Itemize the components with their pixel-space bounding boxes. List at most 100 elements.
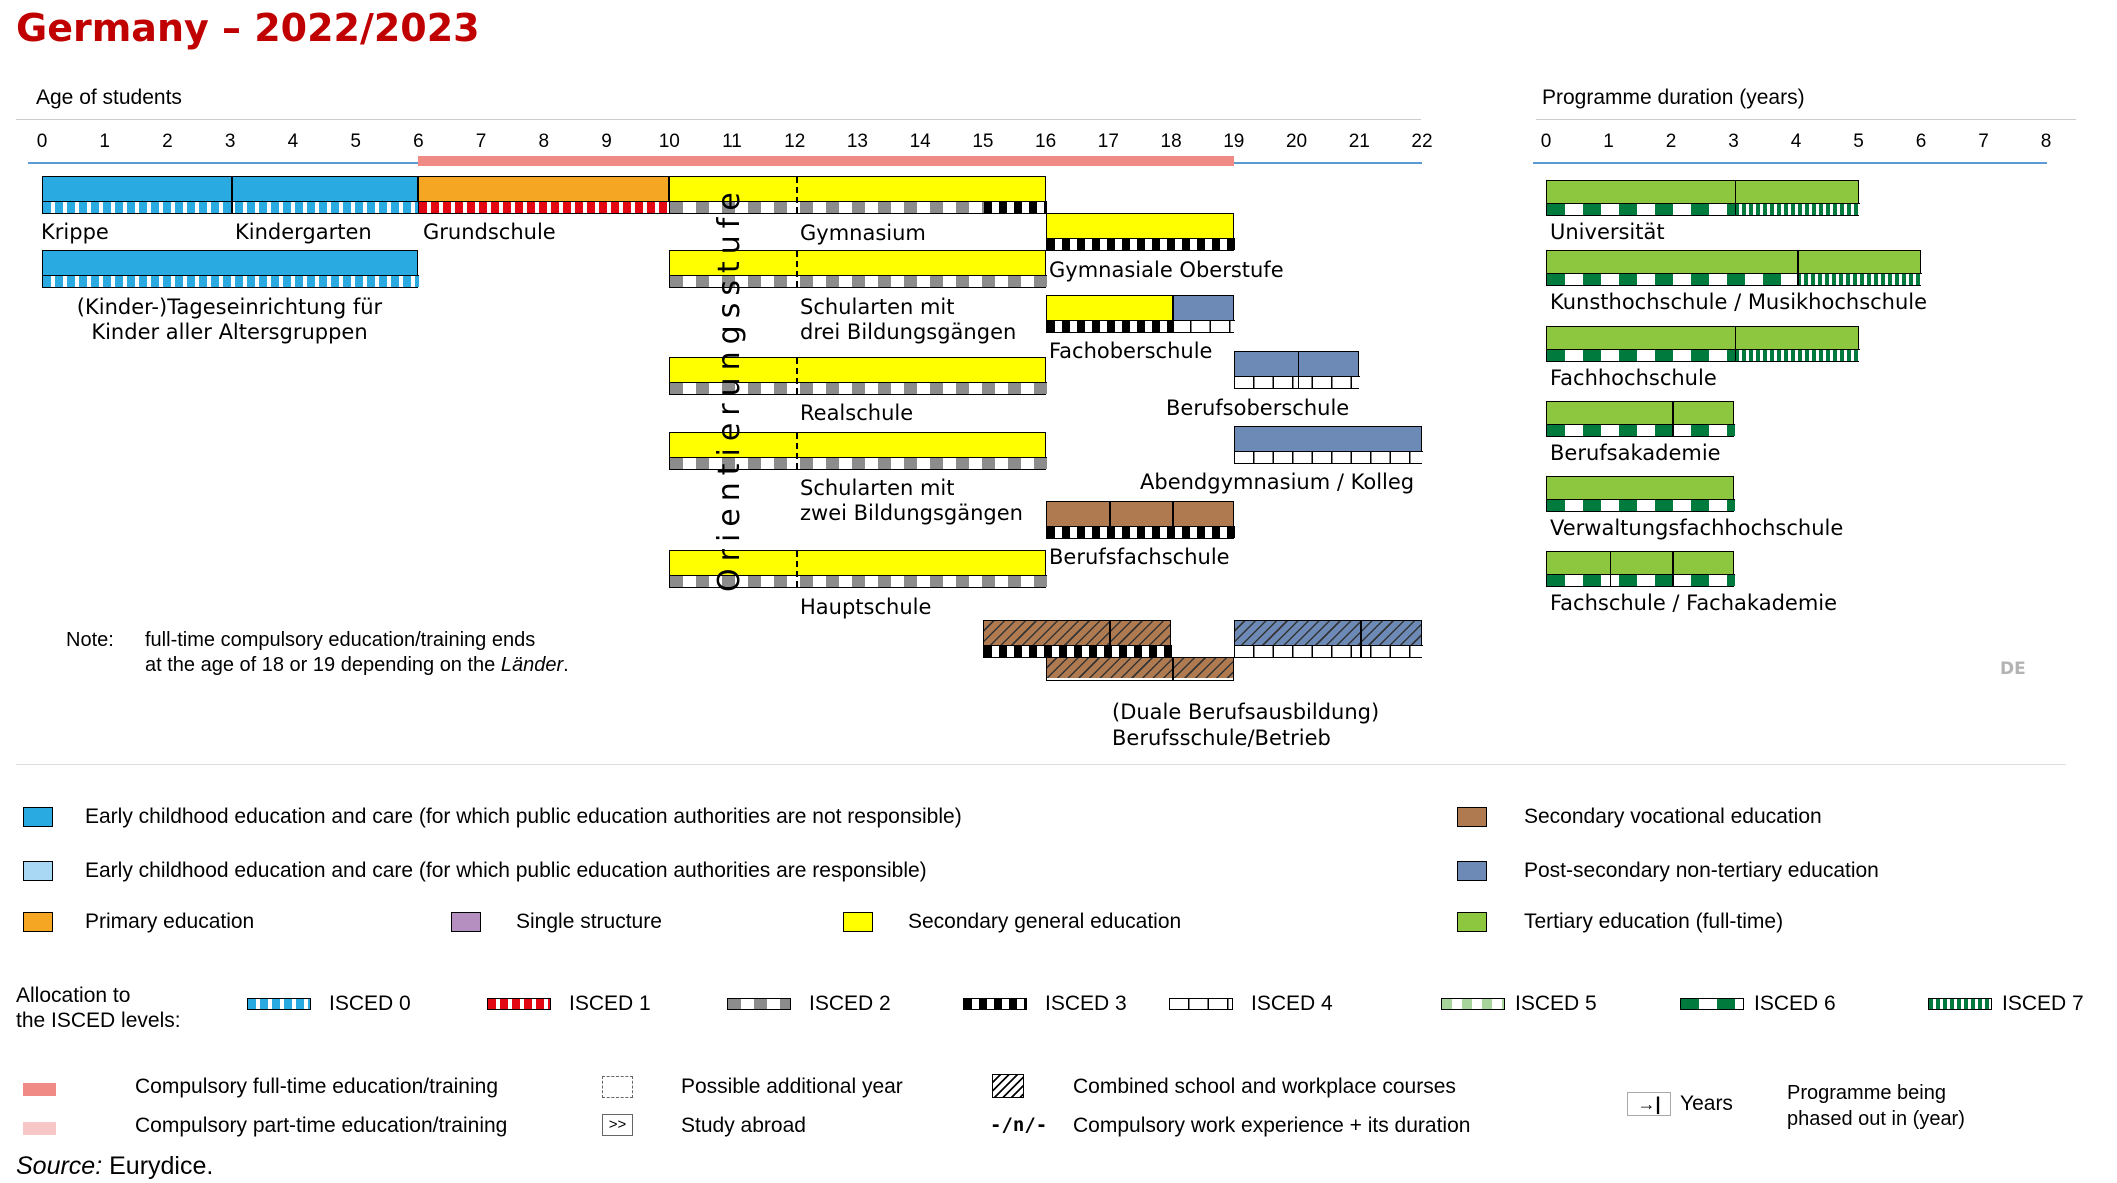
bar-grundschule — [418, 176, 671, 214]
age-tick-0: 0 — [36, 131, 48, 152]
year-divider — [1297, 352, 1300, 388]
isced-label-5: ISCED 5 — [1515, 992, 1597, 1015]
legend-label-post_secondary: Post-secondary non-tertiary education — [1524, 859, 1879, 882]
age-tick-18: 18 — [1160, 131, 1182, 152]
age-tick-4: 4 — [287, 131, 299, 152]
duration-tick-4: 4 — [1790, 131, 1802, 152]
age-tick-22: 22 — [1411, 131, 1433, 152]
duration-tick-8: 8 — [2040, 131, 2052, 152]
bar-krippe-kindergarten — [42, 176, 420, 214]
year-divider — [1672, 552, 1674, 586]
legend-label-single: Single structure — [516, 910, 662, 933]
isced-label-2: ISCED 2 — [809, 992, 891, 1015]
legend-swatch-sec_general — [843, 912, 873, 932]
year-divider — [1797, 251, 1799, 285]
age-tick-14: 14 — [909, 131, 931, 152]
bar-gymnasium — [669, 176, 1047, 214]
tertiary-label-2: Kunsthochschule / Musikhochschule — [1550, 290, 1928, 314]
isced-swatch-7 — [1928, 998, 1992, 1010]
tertiary-label-1: Universität — [1550, 220, 1665, 244]
isced-label-7: ISCED 7 — [2002, 992, 2084, 1015]
year-divider — [1360, 621, 1362, 657]
bar-tertiary-4 — [1546, 401, 1735, 437]
label-berufsfachschule: Berufsfachschule — [1049, 545, 1230, 569]
country-code: DE — [2000, 659, 2026, 679]
compulsory-full-swatch — [23, 1083, 56, 1096]
dashed-divider — [795, 177, 798, 213]
legend-label-primary: Primary education — [85, 910, 255, 933]
tertiary-label-5: Verwaltungsfachhochschule — [1550, 516, 1844, 540]
age-tick-10: 10 — [658, 131, 680, 152]
tertiary-label-4: Berufsakademie — [1550, 441, 1721, 465]
orientierungsstufe-label: Orientierungsstufe — [712, 185, 747, 592]
label-grundschule: Grundschule — [423, 220, 556, 244]
legend-swatch-single — [451, 912, 481, 932]
duration-tick-5: 5 — [1853, 131, 1864, 152]
note-line1: full-time compulsory education/training … — [145, 629, 536, 651]
dashed-divider — [795, 358, 798, 394]
bar-hauptschule — [669, 550, 1047, 588]
label-schularten-zwei-line2: zwei Bildungsgängen — [800, 501, 1023, 525]
tertiary-label-6: Fachschule / Fachakademie — [1550, 591, 1838, 615]
legend-label-sec_general: Secondary general education — [908, 910, 1182, 933]
duration-tick-7: 7 — [1978, 131, 1989, 152]
additional-year-icon — [602, 1076, 633, 1098]
note-label: Note: — [66, 629, 114, 651]
combined-courses-label: Combined school and workplace courses — [1073, 1075, 1456, 1098]
age-tick-20: 20 — [1285, 131, 1308, 152]
legend-label-sec_vocational: Secondary vocational education — [1524, 805, 1822, 828]
source-note: Source: Eurydice. — [16, 1152, 214, 1180]
label-schularten-zwei-line1: Schularten mit — [800, 476, 955, 500]
isced-label-4: ISCED 4 — [1251, 992, 1333, 1015]
isced-label-6: ISCED 6 — [1754, 992, 1836, 1015]
year-divider — [1172, 502, 1174, 538]
isced-label-3: ISCED 3 — [1045, 992, 1127, 1015]
header-rule-left — [16, 119, 1421, 120]
bar-duale-upper — [982, 620, 1173, 658]
label-realschule: Realschule — [800, 401, 914, 425]
legend-label-ecec_public: Early childhood education and care (for … — [85, 859, 927, 882]
year-divider — [1109, 502, 1111, 538]
label-duale-line1: (Duale Berufsausbildung) — [1112, 700, 1380, 724]
age-tick-17: 17 — [1097, 131, 1119, 152]
label-schularten-drei-line1: Schularten mit — [800, 295, 955, 319]
year-divider — [1109, 621, 1111, 657]
note-line2: at the age of 18 or 19 depending on the … — [145, 654, 569, 676]
legend-swatch-tertiary — [1457, 912, 1487, 932]
legend-separator — [16, 764, 2066, 765]
age-tick-19: 19 — [1223, 131, 1245, 152]
tertiary-label-3: Fachhochschule — [1550, 366, 1717, 390]
isced-label-0: ISCED 0 — [329, 992, 411, 1015]
bar-tertiary-3 — [1546, 326, 1860, 362]
year-divider — [231, 177, 233, 213]
age-tick-6: 6 — [413, 131, 424, 152]
label-schularten-drei-line2: drei Bildungsgängen — [800, 320, 1017, 344]
age-tick-15: 15 — [972, 131, 994, 152]
compulsory-part-swatch — [23, 1122, 56, 1135]
label-gymnasiale-oberstufe: Gymnasiale Oberstufe — [1049, 258, 1284, 282]
duration-tick-6: 6 — [1915, 131, 1927, 152]
label-fachoberschule: Fachoberschule — [1049, 339, 1213, 363]
legend-label-ecec_private: Early childhood education and care (for … — [85, 805, 962, 828]
age-tick-5: 5 — [350, 131, 361, 152]
bar-schularten-zwei — [669, 432, 1047, 470]
label-gymnasium: Gymnasium — [800, 221, 926, 245]
dashed-divider — [795, 433, 798, 469]
label-abendgymnasium: Abendgymnasium / Kolleg — [1140, 470, 1415, 494]
study-abroad-label: Study abroad — [681, 1114, 806, 1137]
age-tick-1: 1 — [99, 131, 110, 152]
age-tick-8: 8 — [538, 131, 550, 152]
label-krippe: Krippe — [41, 220, 109, 244]
study-abroad-icon: >> — [602, 1114, 633, 1136]
bar-duale-post-secondary — [1233, 620, 1423, 658]
isced-swatch-2 — [727, 998, 791, 1010]
legend-swatch-post_secondary — [1457, 861, 1487, 881]
age-tick-2: 2 — [162, 131, 173, 152]
years-arrow-icon: →| — [1627, 1092, 1671, 1116]
age-tick-12: 12 — [784, 131, 806, 152]
bar-schularten-drei — [669, 250, 1047, 288]
year-divider — [1734, 181, 1736, 215]
bar-tertiary-2 — [1546, 250, 1922, 286]
age-tick-21: 21 — [1348, 131, 1370, 152]
age-axis-title: Age of students — [36, 86, 182, 109]
